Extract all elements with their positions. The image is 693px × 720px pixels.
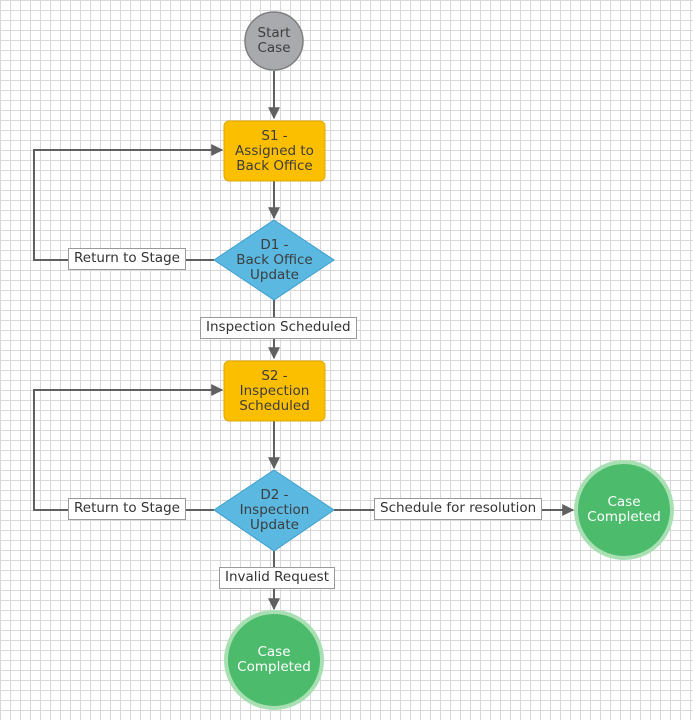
- edge-label-d2-schedule-for-resolution: Schedule for resolution: [374, 498, 543, 520]
- stage-s1-shape[interactable]: [223, 120, 326, 182]
- edge-label-d2-return: Return to Stage: [68, 498, 186, 520]
- stage-s2-label: S2 - Inspection Scheduled: [239, 367, 310, 414]
- edge-label-d1-return: Return to Stage: [68, 248, 186, 270]
- end-node-bottom-shape[interactable]: [224, 610, 324, 710]
- connector-d1-return-to-s1: [33, 144, 224, 261]
- edge-label-d2-invalid-request: Invalid Request: [219, 567, 335, 589]
- edge-label-d1-inspection-scheduled: Inspection Scheduled: [200, 317, 357, 339]
- start-node-label: Start Case: [257, 25, 291, 56]
- decision-d1-label: D1 - Back Office Update: [236, 236, 313, 283]
- decision-d2-shape[interactable]: [213, 469, 335, 552]
- end-node-right-shape[interactable]: [574, 460, 674, 560]
- decision-d2-label: D2 - Inspection Update: [239, 486, 310, 533]
- stage-s2-shape[interactable]: [223, 360, 326, 422]
- end-node-bottom-label: Case Completed: [237, 644, 311, 675]
- decision-d1-shape[interactable]: [213, 219, 335, 301]
- stage-s1-label: S1 - Assigned to Back Office: [235, 127, 314, 174]
- end-node-right-label: Case Completed: [587, 494, 661, 525]
- connector-d2-return-to-s2: [33, 384, 224, 511]
- start-node-shape[interactable]: [244, 11, 304, 71]
